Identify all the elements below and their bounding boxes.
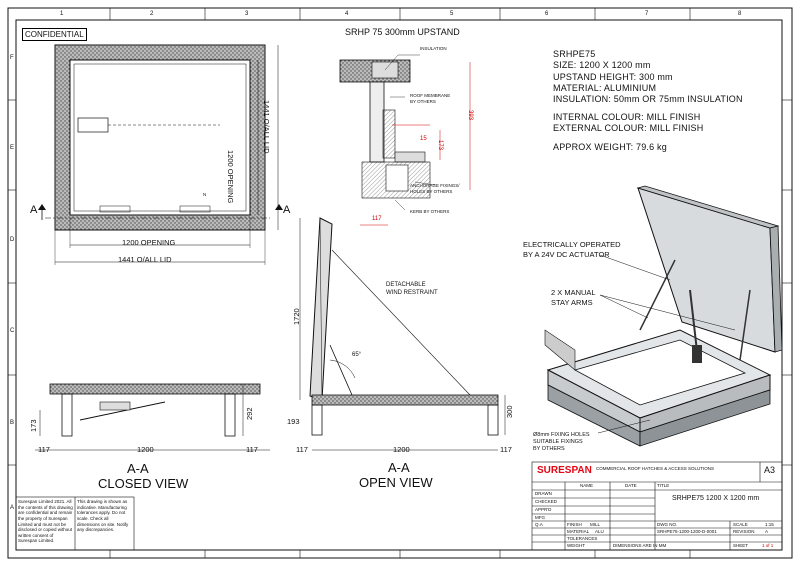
grid-row-e: E <box>10 145 15 151</box>
header-name: NAME <box>580 483 594 488</box>
closed-dim-1200: 1200 <box>137 445 154 454</box>
spec-internal-colour: INTERNAL COLOUR: MILL FINISH <box>553 112 701 122</box>
spec-code: SRHPE75 <box>553 49 596 59</box>
plan-dim-overall: 1441 O/ALL LID <box>118 255 172 264</box>
weight-label: WEIGHT <box>567 543 585 548</box>
closed-caption: CLOSED VIEW <box>98 476 189 491</box>
finish-label: FINISH <box>567 522 582 527</box>
confidential-label: CONFIDENTIAL <box>22 28 87 41</box>
closed-dim-117-left: 117 <box>38 445 50 454</box>
plan-dim-v-opening: 1200 OPENING <box>226 150 235 204</box>
closed-dim-292: 292 <box>245 407 254 420</box>
grid-col-8: 8 <box>738 11 742 17</box>
grid-col-3: 3 <box>245 11 249 17</box>
spec-upstand: UPSTAND HEIGHT: 300 mm <box>553 72 673 82</box>
row-qa: Q.A <box>535 522 543 527</box>
detail-dim-117: 117 <box>372 216 382 222</box>
grid-col-6: 6 <box>545 11 549 17</box>
spec-material: MATERIAL: ALUMINIUM <box>553 83 657 93</box>
row-checked: CHECKED <box>535 499 558 504</box>
iso-fixing-holes-label: Ø8mm FIXING HOLES SUITABLE FIXINGS BY OT… <box>533 432 590 453</box>
spec-weight: APPROX WEIGHT: 79.6 kg <box>553 142 667 152</box>
open-dim-117-left: 117 <box>296 445 308 454</box>
grid-col-2: 2 <box>150 11 154 17</box>
open-dim-1200: 1200 <box>393 445 410 454</box>
grid-row-c: C <box>10 328 15 334</box>
header-date: DATE <box>625 483 637 488</box>
brand-logo: SURESPAN <box>537 465 592 476</box>
row-drawn: DRAWN <box>535 491 552 496</box>
company-name: COMMERCIAL ROOF HATCHES & ACCESS SOLUTIO… <box>596 466 715 471</box>
iso-view <box>544 185 783 447</box>
open-section-label: A-A <box>388 460 410 475</box>
row-mfg: MFG <box>535 515 545 520</box>
grid-col-4: 4 <box>345 11 349 17</box>
spec-size: SIZE: 1200 X 1200 mm <box>553 60 651 70</box>
grid-row-f: F <box>10 55 14 61</box>
open-angle: 65° <box>352 352 362 358</box>
scale-value: 1:15 <box>765 522 774 527</box>
spec-external-colour: EXTERNAL COLOUR: MILL FINISH <box>553 123 704 133</box>
open-dim-193: 193 <box>287 417 300 426</box>
detail-dim-173: 173 <box>437 140 443 151</box>
inner-border <box>15 19 783 551</box>
plan-section-marker-right: A <box>283 204 291 216</box>
iso-actuator-label: ELECTRICALLY OPERATED BY A 24V DC ACTUAT… <box>523 240 621 259</box>
drawing-title: SRHPE75 1200 X 1200 mm <box>672 495 760 502</box>
plan-north-label: N <box>203 192 207 197</box>
tolerance-label: TOLERANCES <box>567 536 598 541</box>
closed-dim-173: 173 <box>29 419 38 432</box>
detail-dim-15: 15 <box>420 136 427 142</box>
revision-value: A <box>765 529 769 534</box>
grid-row-a: A <box>10 505 15 511</box>
dwg-no-label: DWG NO. <box>657 522 678 527</box>
sheet-value: 1 of 1 <box>762 543 774 548</box>
finish-value: MILL <box>590 522 601 527</box>
revision-label: REVISION <box>733 529 755 534</box>
sheet-size: A3 <box>764 465 776 475</box>
title-block-lines <box>15 461 783 551</box>
dimension-label: DIMENSIONS ARE IN MM <box>613 543 667 548</box>
sheet-label: SHEET <box>733 543 749 548</box>
grid-col-7: 7 <box>645 11 649 17</box>
material-value: ALU <box>595 529 604 534</box>
detail-section <box>339 54 471 226</box>
open-wind-restraint-label: DETACHABLE WIND RESTRAINT <box>386 282 438 296</box>
plan-dim-v-overall: 1441 O/ALL LID <box>262 100 271 154</box>
detail-kerb-label: KERB BY OTHERS <box>410 209 450 214</box>
grid-row-d: D <box>10 237 15 243</box>
grid-row-b: B <box>10 420 15 426</box>
closed-view <box>35 383 270 451</box>
row-approved: APPR'D <box>535 507 552 512</box>
closed-section-label: A-A <box>127 461 149 476</box>
copyright-note: Surespan Limited 2021. All the contents … <box>18 499 73 544</box>
plan-section-marker-left: A <box>30 204 38 216</box>
closed-dim-117-right: 117 <box>246 445 258 454</box>
plan-view <box>38 44 283 265</box>
detail-membrane-label: ROOF MEMBRANE BY OTHERS <box>410 93 451 104</box>
detail-dim-393: 393 <box>467 110 473 121</box>
brand-box <box>534 464 590 480</box>
spec-insulation: INSULATION: 50mm OR 75mm INSULATION <box>553 94 743 104</box>
detail-insulation-label: INSULATION <box>420 46 447 51</box>
grid-col-5: 5 <box>450 11 454 17</box>
open-dim-117-right: 117 <box>500 445 512 454</box>
dwg-no: SRHPE75-1200-1200-D-0001 <box>657 529 717 534</box>
plan-dim-opening: 1200 OPENING <box>122 238 176 247</box>
flags-note: This drawing is shown as indicative. Man… <box>77 499 129 533</box>
scale-label: SCALE <box>733 522 748 527</box>
grid-ticks <box>8 8 792 558</box>
grid-col-1: 1 <box>60 11 64 17</box>
iso-stay-arms-label: 2 X MANUAL STAY ARMS <box>551 288 596 307</box>
open-caption: OPEN VIEW <box>359 475 433 490</box>
material-label: MATERIAL <box>567 529 590 534</box>
detail-anchorage-label: ANCHORAGE FIXINGS/ HOLES BY OTHERS <box>410 183 460 194</box>
open-dim-1720: 1720 <box>292 308 301 325</box>
title-label: TITLE <box>657 483 670 488</box>
detail-title: SRHP 75 300mm UPSTAND <box>345 27 460 37</box>
open-view <box>299 217 506 451</box>
open-dim-300: 300 <box>505 405 514 418</box>
